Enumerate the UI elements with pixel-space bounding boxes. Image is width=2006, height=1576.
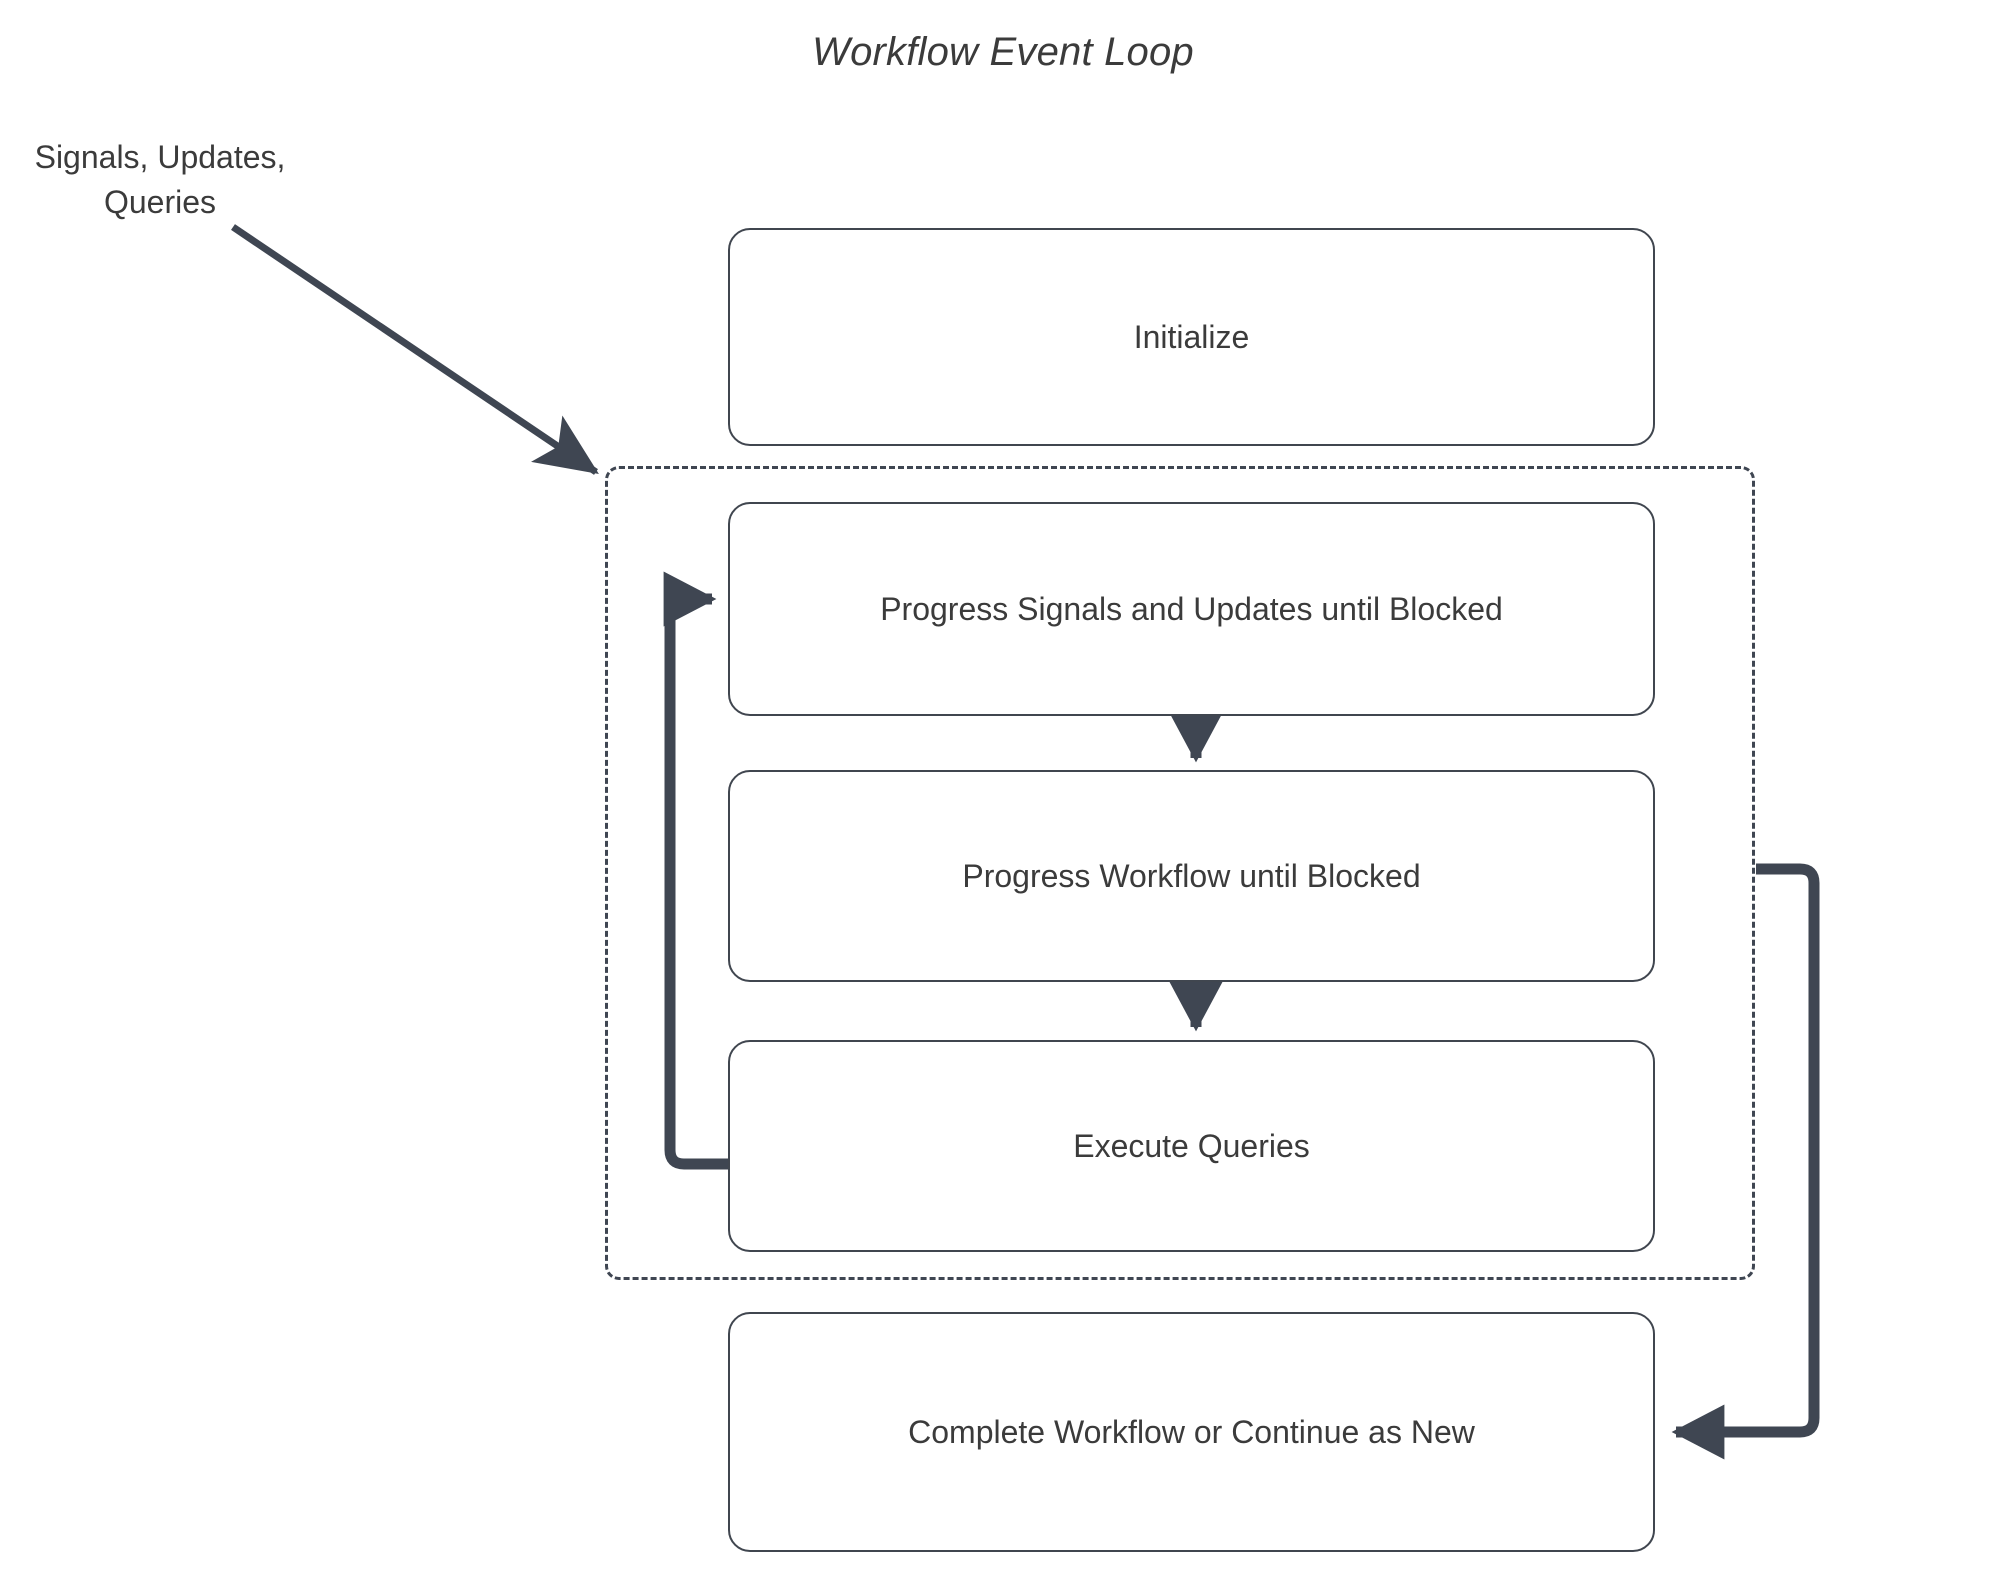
node-initialize-label: Initialize <box>1133 319 1250 355</box>
edge-external-to-loop <box>231 224 599 475</box>
node-progress-signals[interactable]: Progress Signals and Updates until Block… <box>728 502 1655 716</box>
node-execute-queries-label: Execute Queries <box>1073 1128 1310 1164</box>
node-complete-workflow-label: Complete Workflow or Continue as New <box>908 1414 1475 1450</box>
node-complete-workflow[interactable]: Complete Workflow or Continue as New <box>728 1312 1655 1552</box>
node-progress-workflow-label: Progress Workflow until Blocked <box>962 858 1421 894</box>
page-title: Workflow Event Loop <box>812 30 1194 74</box>
node-execute-queries[interactable]: Execute Queries <box>728 1040 1655 1252</box>
external-input-label: Signals, Updates, Queries <box>34 139 286 220</box>
node-progress-signals-label: Progress Signals and Updates until Block… <box>880 591 1503 627</box>
node-initialize[interactable]: Initialize <box>728 228 1655 446</box>
node-progress-workflow[interactable]: Progress Workflow until Blocked <box>728 770 1655 982</box>
